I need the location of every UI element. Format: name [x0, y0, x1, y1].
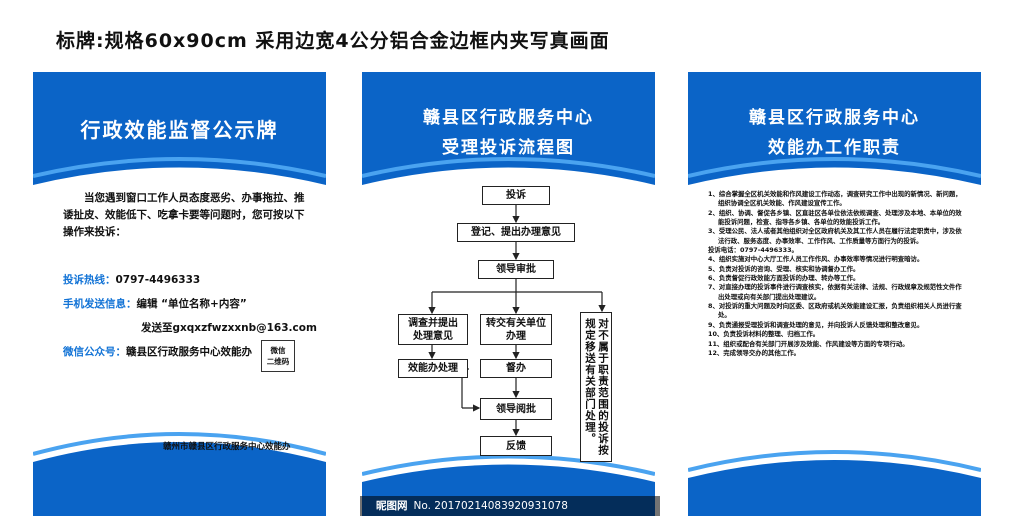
outside-col2: 规定移送有关部门处理。 [584, 318, 596, 445]
sms-value: 编辑 “单位名称+内容” [136, 298, 247, 310]
panel1-footer: 赣州市赣县区行政服务中心效能办 [163, 442, 291, 452]
sms-row: 手机发送信息：编辑 “单位名称+内容” [63, 296, 247, 311]
panel1-intro: 当您遇到窗口工作人员态度恶劣、办事拖拉、推诿扯皮、效能低下、吃拿卡要等问题时，您… [63, 192, 305, 238]
panel1-title: 行政效能监督公示牌 [80, 118, 279, 142]
panel3-title-line1: 赣县区行政服务中心 [749, 108, 920, 128]
transfer-line2: 办理 [506, 330, 526, 342]
watermark-bar: 昵图网 No. 20170214083920931078 [360, 496, 660, 516]
panel-efficiency-supervision: 行政效能监督公示牌 当您遇到窗口工作人员态度恶劣、办事拖拉、推诿扯皮、效能低下、… [33, 72, 326, 516]
watermark-logo: 昵图网 [376, 500, 408, 512]
sms-label: 手机发送信息： [63, 298, 137, 310]
duty-item: 投诉电话：0797-4496333。 [708, 246, 798, 255]
panel2-title-line1: 赣县区行政服务中心 [423, 108, 594, 128]
duty-item: 4、组织实施对中心大厅工作人员工作作风、办事效率等情况进行明查暗访。 [708, 255, 924, 264]
duty-item: 7、对直接办理的投诉事件进行调查核实，依据有关法律、法规、行政规章及规范性文件作… [708, 283, 962, 301]
email-line: 发送至gxqxzfwzxxnb@163.com [141, 322, 317, 334]
qr-line2: 二维码 [266, 357, 290, 366]
duty-item: 11、组织或配合有关部门开展涉及效能、作风建设等方面的专项行动。 [708, 339, 909, 348]
duty-item: 5、负责对投诉的咨询、受理、核实和协调督办工作。 [708, 264, 860, 273]
wechat-value: 赣县区行政服务中心效能办 [126, 346, 252, 358]
outside-col1: 对不属于职责范围的投诉按 [597, 318, 609, 456]
step-feedback: 反馈 [480, 436, 552, 456]
step-leader-review: 领导审批 [478, 260, 554, 279]
step-outside-scope: 对不属于职责范围的投诉按规定移送有关部门处理。 [580, 312, 612, 462]
step-complaint: 投诉 [482, 186, 550, 205]
duty-item: 3、受理公民、法人或者其他组织对全区政府机关及其工作人员在履行法定职责中，涉及依… [708, 227, 962, 245]
duty-item: 12、完成领导交办的其他工作。 [708, 348, 800, 357]
watermark-id: No. 20170214083920931078 [413, 500, 568, 512]
step-leader-approve: 领导阅批 [480, 398, 552, 420]
duty-item: 6、负责督促行政效能方面投诉的办理、转办等工作。 [708, 274, 860, 283]
panel-office-duties: 赣县区行政服务中心 效能办工作职责 1、综合掌握全区机关效能和作风建设工作动态，… [688, 72, 981, 516]
step-efficiency-office: 效能办处理 [398, 359, 468, 378]
investigate-line2: 处理意见 [413, 330, 453, 342]
duty-item: 2、组织、协调、督促各乡镇、区直驻区各单位依法依规调查、处理涉及本地、本单位的效… [708, 208, 962, 227]
duty-item: 1、综合掌握全区机关效能和作风建设工作动态，调查研究工作中出现的新情况、新问题，… [708, 190, 962, 208]
wechat-qr-placeholder: 微信 二维码 [261, 340, 295, 372]
panel-background [33, 72, 326, 516]
page-heading: 标牌:规格60x90cm 采用边宽4公分铝合金边框内夹写真画面 [56, 30, 610, 52]
step-supervise: 督办 [480, 359, 552, 378]
panel-complaint-flowchart: 赣县区行政服务中心 受理投诉流程图 投诉 登记、提出办理意见 领导审批 [362, 72, 655, 516]
panel2-title-line2: 受理投诉流程图 [442, 138, 575, 158]
duty-item: 9、负责通报受理投诉和调查处理的意见，并向投诉人反馈处理和整改意见。 [708, 320, 924, 329]
panel-background [688, 72, 981, 516]
hotline-row: 投诉热线：0797-4496333 [63, 272, 200, 287]
hotline-label: 投诉热线： [63, 274, 116, 286]
investigate-line1: 调查并提出 [408, 317, 458, 329]
step-investigate: 调查并提出 处理意见 [398, 314, 468, 345]
transfer-line1: 转交有关单位 [486, 317, 546, 329]
panel3-title-line2: 效能办工作职责 [768, 138, 901, 158]
step-transfer: 转交有关单位 办理 [480, 314, 552, 345]
hotline-value: 0797-4496333 [115, 274, 201, 286]
duty-item: 10、负责投诉材料的整理、归档工作。 [708, 330, 820, 339]
wechat-label: 微信公众号： [63, 346, 126, 358]
wechat-row: 微信公众号：赣县区行政服务中心效能办 [63, 344, 252, 359]
duty-item: 8、对投诉的重大问题及时向区委、区政府或机关效能建设汇报，负责组织相关人员进行查… [708, 302, 962, 320]
qr-line1: 微信 [270, 346, 286, 355]
step-register: 登记、提出办理意见 [457, 223, 575, 242]
duties-list: 1、综合掌握全区机关效能和作风建设工作动态，调查研究工作中出现的新情况、新问题，… [708, 190, 966, 358]
